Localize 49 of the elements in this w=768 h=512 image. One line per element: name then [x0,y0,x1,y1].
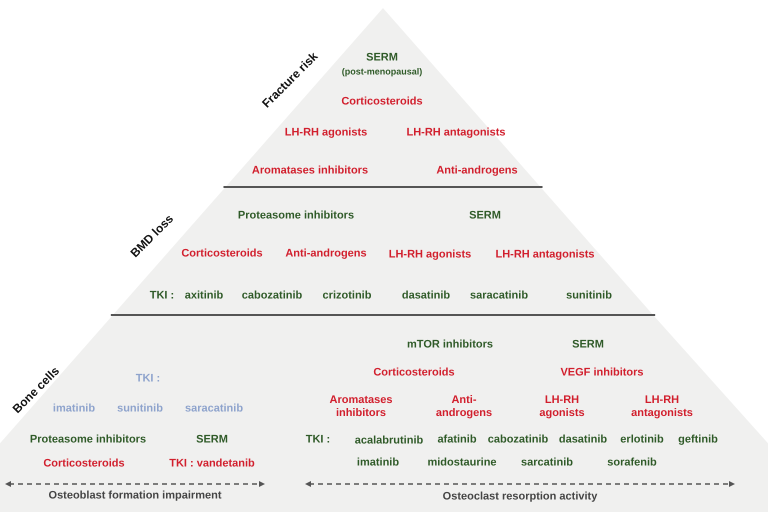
drug-name: sunitinib [566,289,612,303]
drug-name: Corticosteroids [341,95,423,109]
drug-name: sarcatinib [521,456,573,470]
drug-name: saracatinib [184,402,244,416]
drug-name: Corticosteroids [181,247,263,261]
drug-name: saracatinib [470,289,528,303]
drug-name: SERM [469,209,501,223]
arrow-caption: Osteoblast formation impairment [48,489,222,503]
drug-name: Corticosteroids [43,457,125,471]
drug-name: LH-RH antagonists [630,394,694,420]
drug-name: VEGF inhibitors [560,366,644,380]
drug-name: Anti-androgens [436,164,518,178]
drug-name: Proteasome inhibitors [238,209,354,223]
drug-name: imatinib [356,456,400,470]
drug-name: Aromatases inhibitors [328,394,394,420]
arrow-caption: Osteoclast resorption activity [442,490,598,504]
drug-name: mTOR inhibitors [407,338,493,352]
drug-name: LH-RH antagonists [496,248,594,262]
drug-name: sunitinib [117,402,163,416]
drug-name: cabozatinib [242,289,302,303]
drug-name: crizotinib [322,289,372,303]
drug-name: Anti-androgens [434,394,494,420]
drug-name: TKI : [150,289,174,303]
drug-name: Aromatases inhibitors [252,164,368,178]
drug-name: Proteasome inhibitors [30,433,146,447]
drug-name: dasatinib [558,433,608,447]
drug-name: TKI : vandetanib [169,457,255,471]
drug-name: acalabrutinib [354,434,424,448]
drug-name: afatinib [437,433,477,447]
drug-name: erlotinib [620,433,664,447]
drug-name: SERM [366,51,398,65]
drug-name: SERM [572,338,604,352]
drug-name: axitinib [184,289,224,303]
drug-name: cabozatinib [488,433,548,447]
drug-name: imatinib [52,402,96,416]
drug-name: sorafenib [607,456,657,470]
drug-name: LH-RH antagonists [406,126,506,140]
drug-name: geftinib [678,433,718,447]
drug-name: LH-RH agonists [284,126,368,140]
drug-name: TKI : [136,372,160,386]
drug-name: Anti-androgens [285,247,367,261]
drug-name: Corticosteroids [373,366,455,380]
drug-name: TKI : [306,433,330,447]
note: (post-menopausal) [342,66,422,78]
drug-name: SERM [196,433,228,447]
drug-name: dasatinib [402,289,450,303]
drug-name: LH-RH agonists [388,248,472,262]
drug-name: LH-RH agonists [538,394,586,420]
drug-name: midostaurine [427,456,497,470]
